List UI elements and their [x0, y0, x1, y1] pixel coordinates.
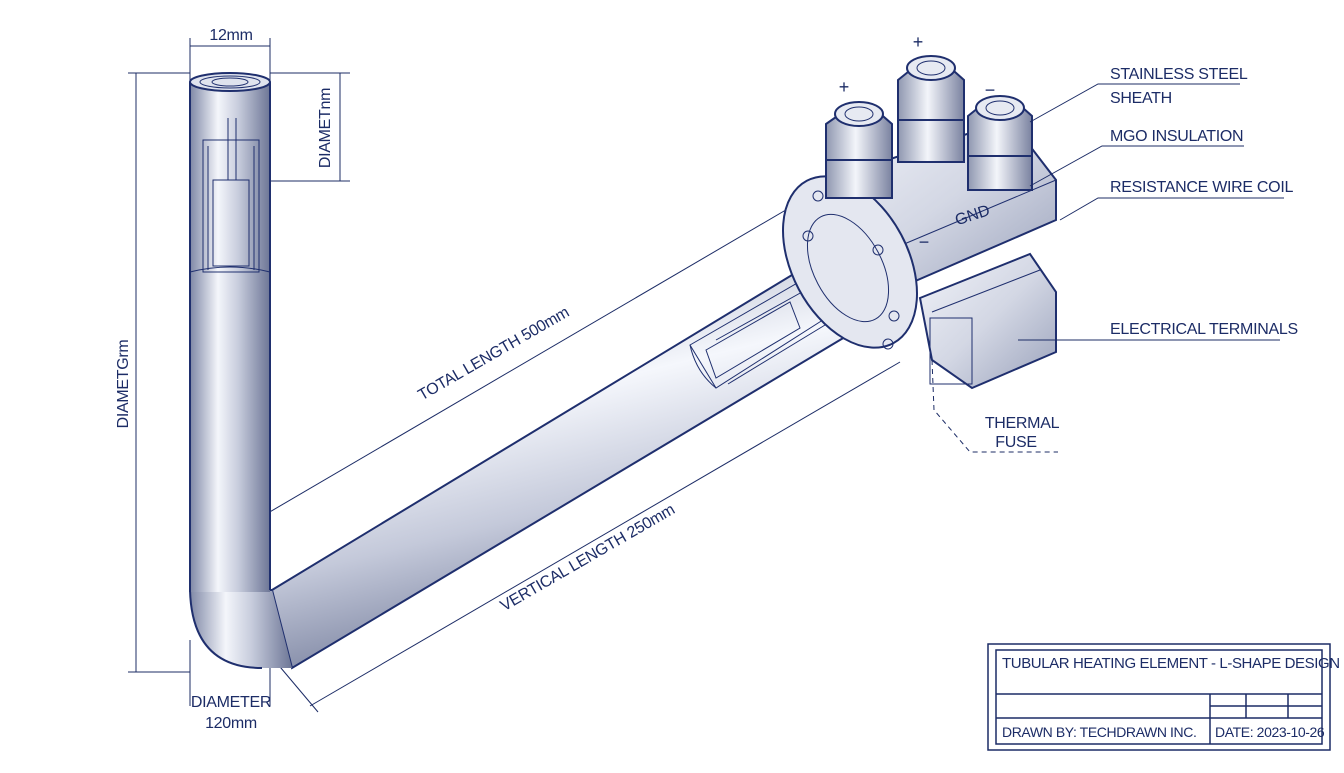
insulation-label: MGO INSULATION	[1110, 128, 1243, 145]
title-block-date: DATE: 2023-10-26	[1215, 724, 1325, 740]
bottom-diameter-label-2: 120mm	[205, 715, 257, 732]
title-block-title: TUBULAR HEATING ELEMENT - L-SHAPE DESIGN	[1002, 655, 1340, 672]
terminal-nuts	[825, 55, 1033, 199]
fuse-label-2: FUSE	[995, 434, 1036, 451]
plus-left-mark: +	[839, 77, 850, 97]
title-block-drawn-by: DRAWN BY: TECHDRAWN INC.	[1002, 724, 1196, 740]
terminal-nut-left	[825, 101, 893, 199]
title-block: TUBULAR HEATING ELEMENT - L-SHAPE DESIGN…	[987, 643, 1340, 751]
plus-top-mark: +	[913, 32, 924, 52]
coil-label: RESISTANCE WIRE COIL	[1110, 179, 1293, 196]
top-width-label: 12mm	[209, 27, 252, 44]
vertical-cutaway	[189, 118, 271, 273]
callout-leaders	[931, 83, 1284, 453]
sheath-label-2: SHEATH	[1110, 90, 1172, 107]
upper-diameter-label: DIAMETnm	[317, 88, 334, 168]
sheath-label-1: STAINLESS STEEL	[1110, 66, 1248, 83]
heating-tube	[189, 72, 872, 670]
dimension-lines	[128, 38, 901, 713]
minus-right-mark: −	[985, 80, 996, 100]
total-length-label: TOTAL LENGTH 500mm	[415, 304, 572, 404]
terminal-nut-right	[967, 95, 1033, 191]
callout-labels: STAINLESS STEEL SHEATH MGO INSULATION RE…	[985, 66, 1298, 451]
fuse-label-1: THERMAL	[985, 415, 1060, 432]
bottom-diameter-label-1: DIAMETER	[191, 694, 271, 711]
left-vertical-label: DIAMETGrm	[115, 340, 132, 429]
minus-body-mark: −	[919, 232, 930, 252]
terminals-label: ELECTRICAL TERMINALS	[1110, 321, 1298, 338]
terminal-nut-top	[897, 55, 965, 163]
